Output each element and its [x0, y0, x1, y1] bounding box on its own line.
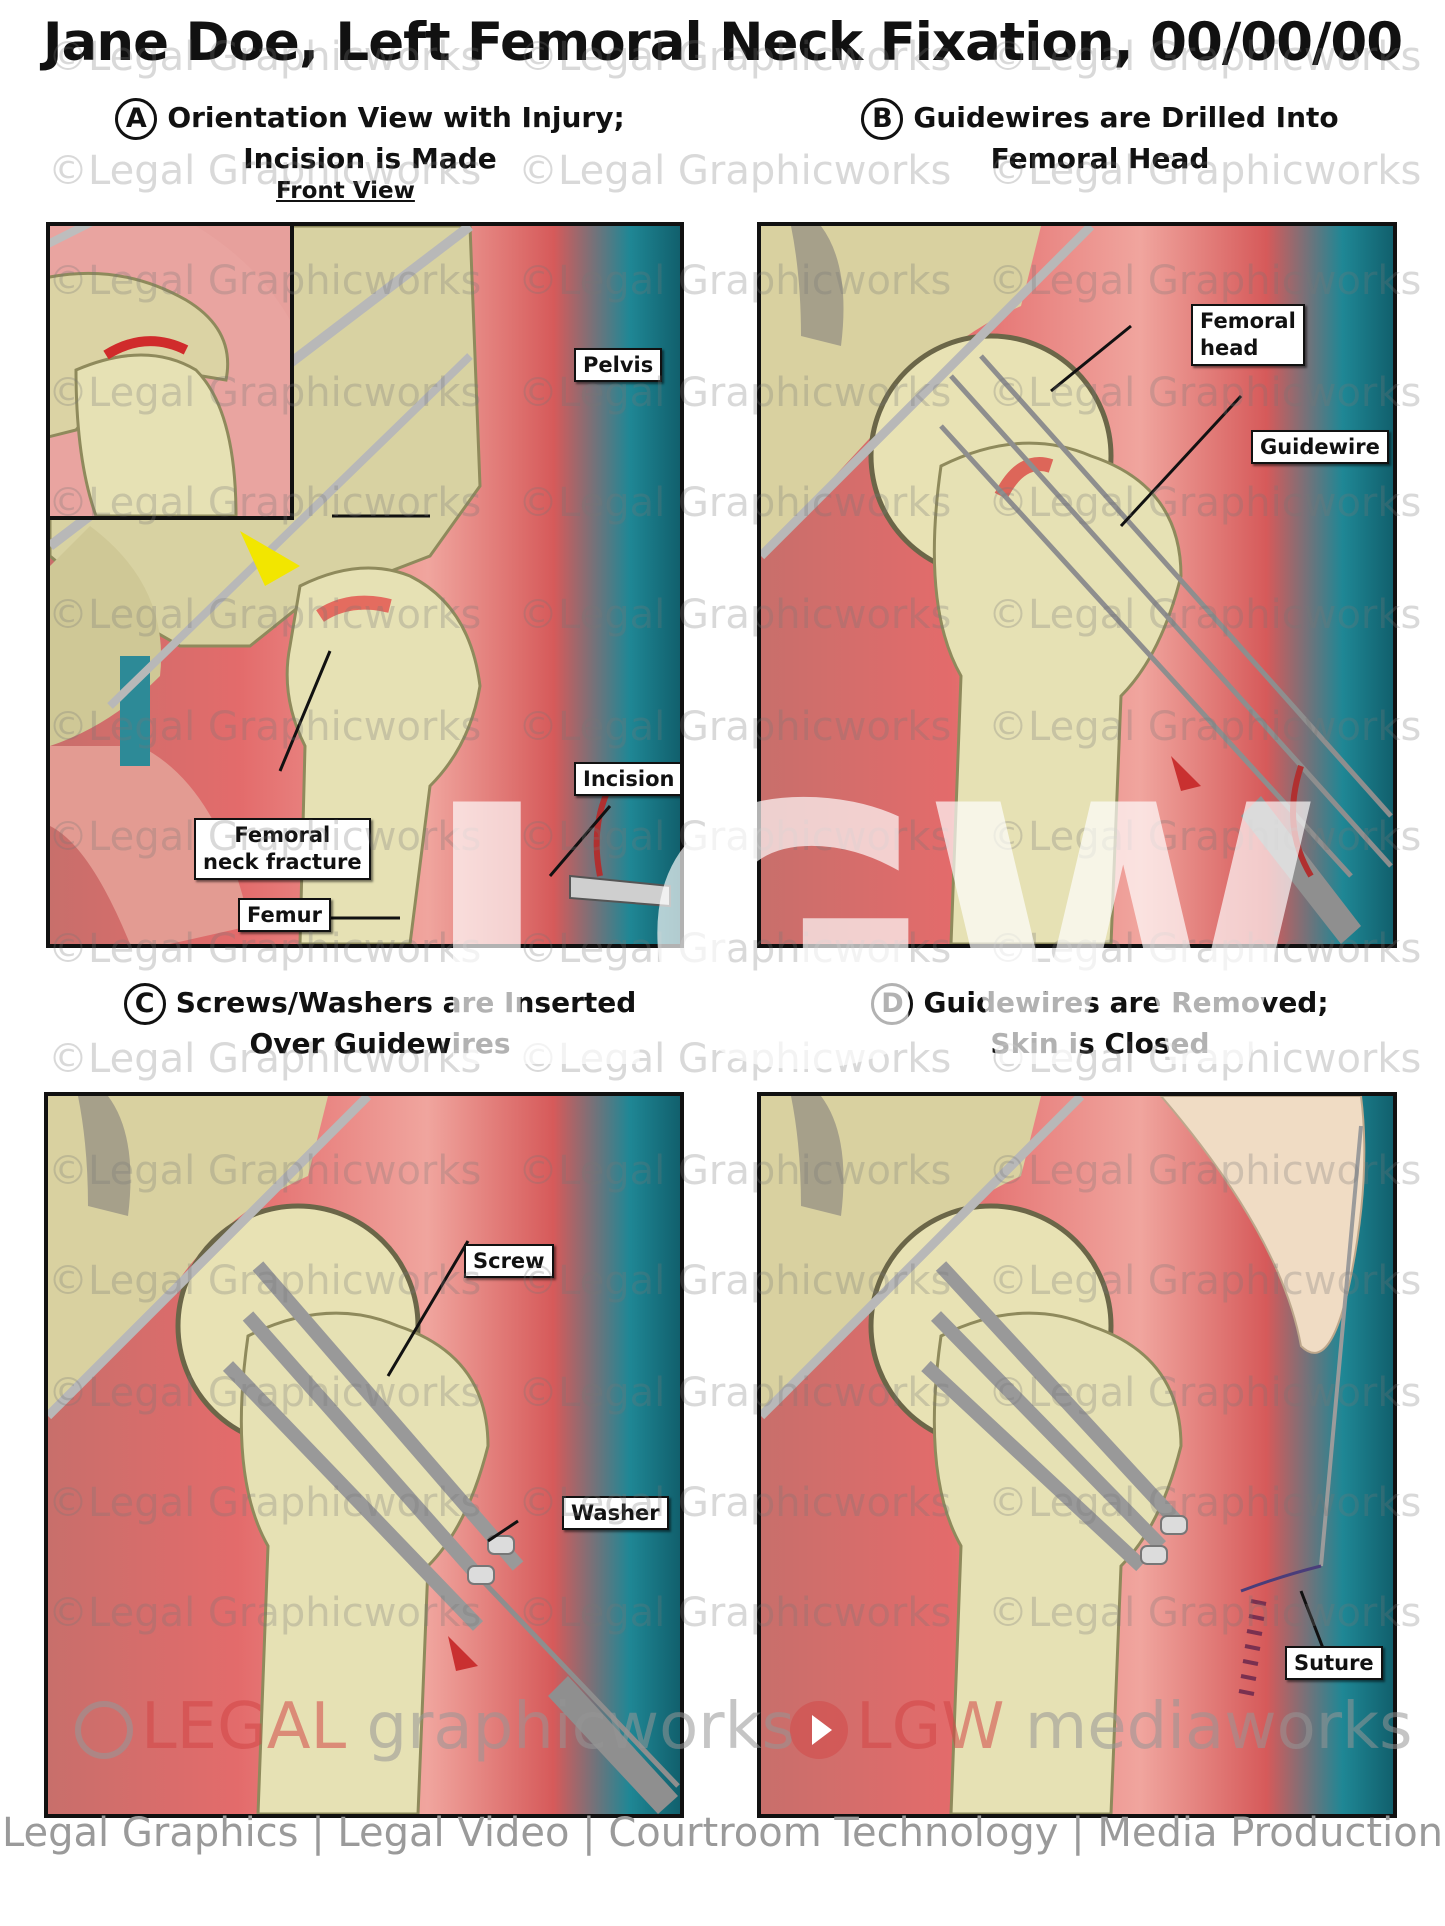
play-icon [790, 1701, 848, 1760]
panel-b-title-line1: Guidewires are Drilled Into [913, 101, 1339, 134]
fracture-closeup-drawing [50, 226, 290, 516]
label-femoral-head: Femoral head [1191, 304, 1305, 366]
panel-b-letter: B [861, 98, 904, 140]
footer-services: Legal Graphics | Legal Video | Courtroom… [1, 1810, 1444, 1856]
brand-mediaworks-text: mediaworks [1004, 1690, 1413, 1764]
screw-insertion-drawing [48, 1096, 680, 1814]
panel-a-letter: A [115, 98, 158, 140]
label-incision: Incision [574, 762, 680, 796]
brand-graphicworks-text: graphicworks [346, 1690, 795, 1764]
label-pelvis: Pelvis [574, 348, 663, 382]
panel-a-subview: Front View [276, 178, 415, 204]
brand-lgw-text: LGW [856, 1690, 1005, 1764]
panel-b-illustration: Femoral head Guidewire [757, 222, 1397, 948]
panel-d-letter: D [871, 983, 914, 1025]
panel-d-title: D Guidewires are Removed; Skin is Closed [820, 983, 1380, 1062]
brand-lgw-mediaworks: LGW mediaworks [790, 1690, 1412, 1764]
label-suture: Suture [1285, 1646, 1383, 1680]
skin-closure-drawing [761, 1096, 1366, 1814]
label-screw: Screw [464, 1244, 554, 1278]
panel-a-zoom-inset [50, 226, 294, 520]
label-femur: Femur [238, 898, 331, 932]
panel-c-title: C Screws/Washers are Inserted Over Guidew… [100, 983, 660, 1062]
panel-c-title-line2: Over Guidewires [249, 1027, 511, 1060]
panel-c-title-line1: Screws/Washers are Inserted [175, 986, 637, 1019]
panel-d-illustration: Suture [757, 1092, 1397, 1818]
panel-c-illustration: Screw Washer [44, 1092, 684, 1818]
label-femoral-neck-fracture: Femoral neck fracture [194, 818, 371, 880]
panel-a-title: A Orientation View with Injury; Incision … [90, 98, 650, 177]
panel-b-title: B Guidewires are Drilled Into Femoral Hea… [820, 98, 1380, 177]
panel-a-title-line1: Orientation View with Injury; [167, 101, 625, 134]
panel-c-letter: C [123, 983, 166, 1025]
panel-a-illustration: Pelvis Incision Femoral neck fracture Fe… [46, 222, 684, 948]
guidewire-drilling-drawing [761, 226, 1393, 944]
panel-b-title-line2: Femoral Head [990, 142, 1210, 175]
label-washer: Washer [562, 1496, 669, 1530]
panel-d-title-line2: Skin is Closed [990, 1027, 1210, 1060]
label-guidewire: Guidewire [1251, 430, 1389, 464]
magnifier-icon [75, 1701, 133, 1760]
brand-legal-graphicworks: LEGAL graphicworks [75, 1690, 795, 1764]
page-title: Jane Doe, Left Femoral Neck Fixation, 00… [42, 12, 1403, 73]
brand-legal-text: LEGAL [141, 1690, 347, 1764]
panel-a-title-line2: Incision is Made [243, 142, 497, 175]
panel-d-title-line1: Guidewires are Removed; [923, 986, 1329, 1019]
